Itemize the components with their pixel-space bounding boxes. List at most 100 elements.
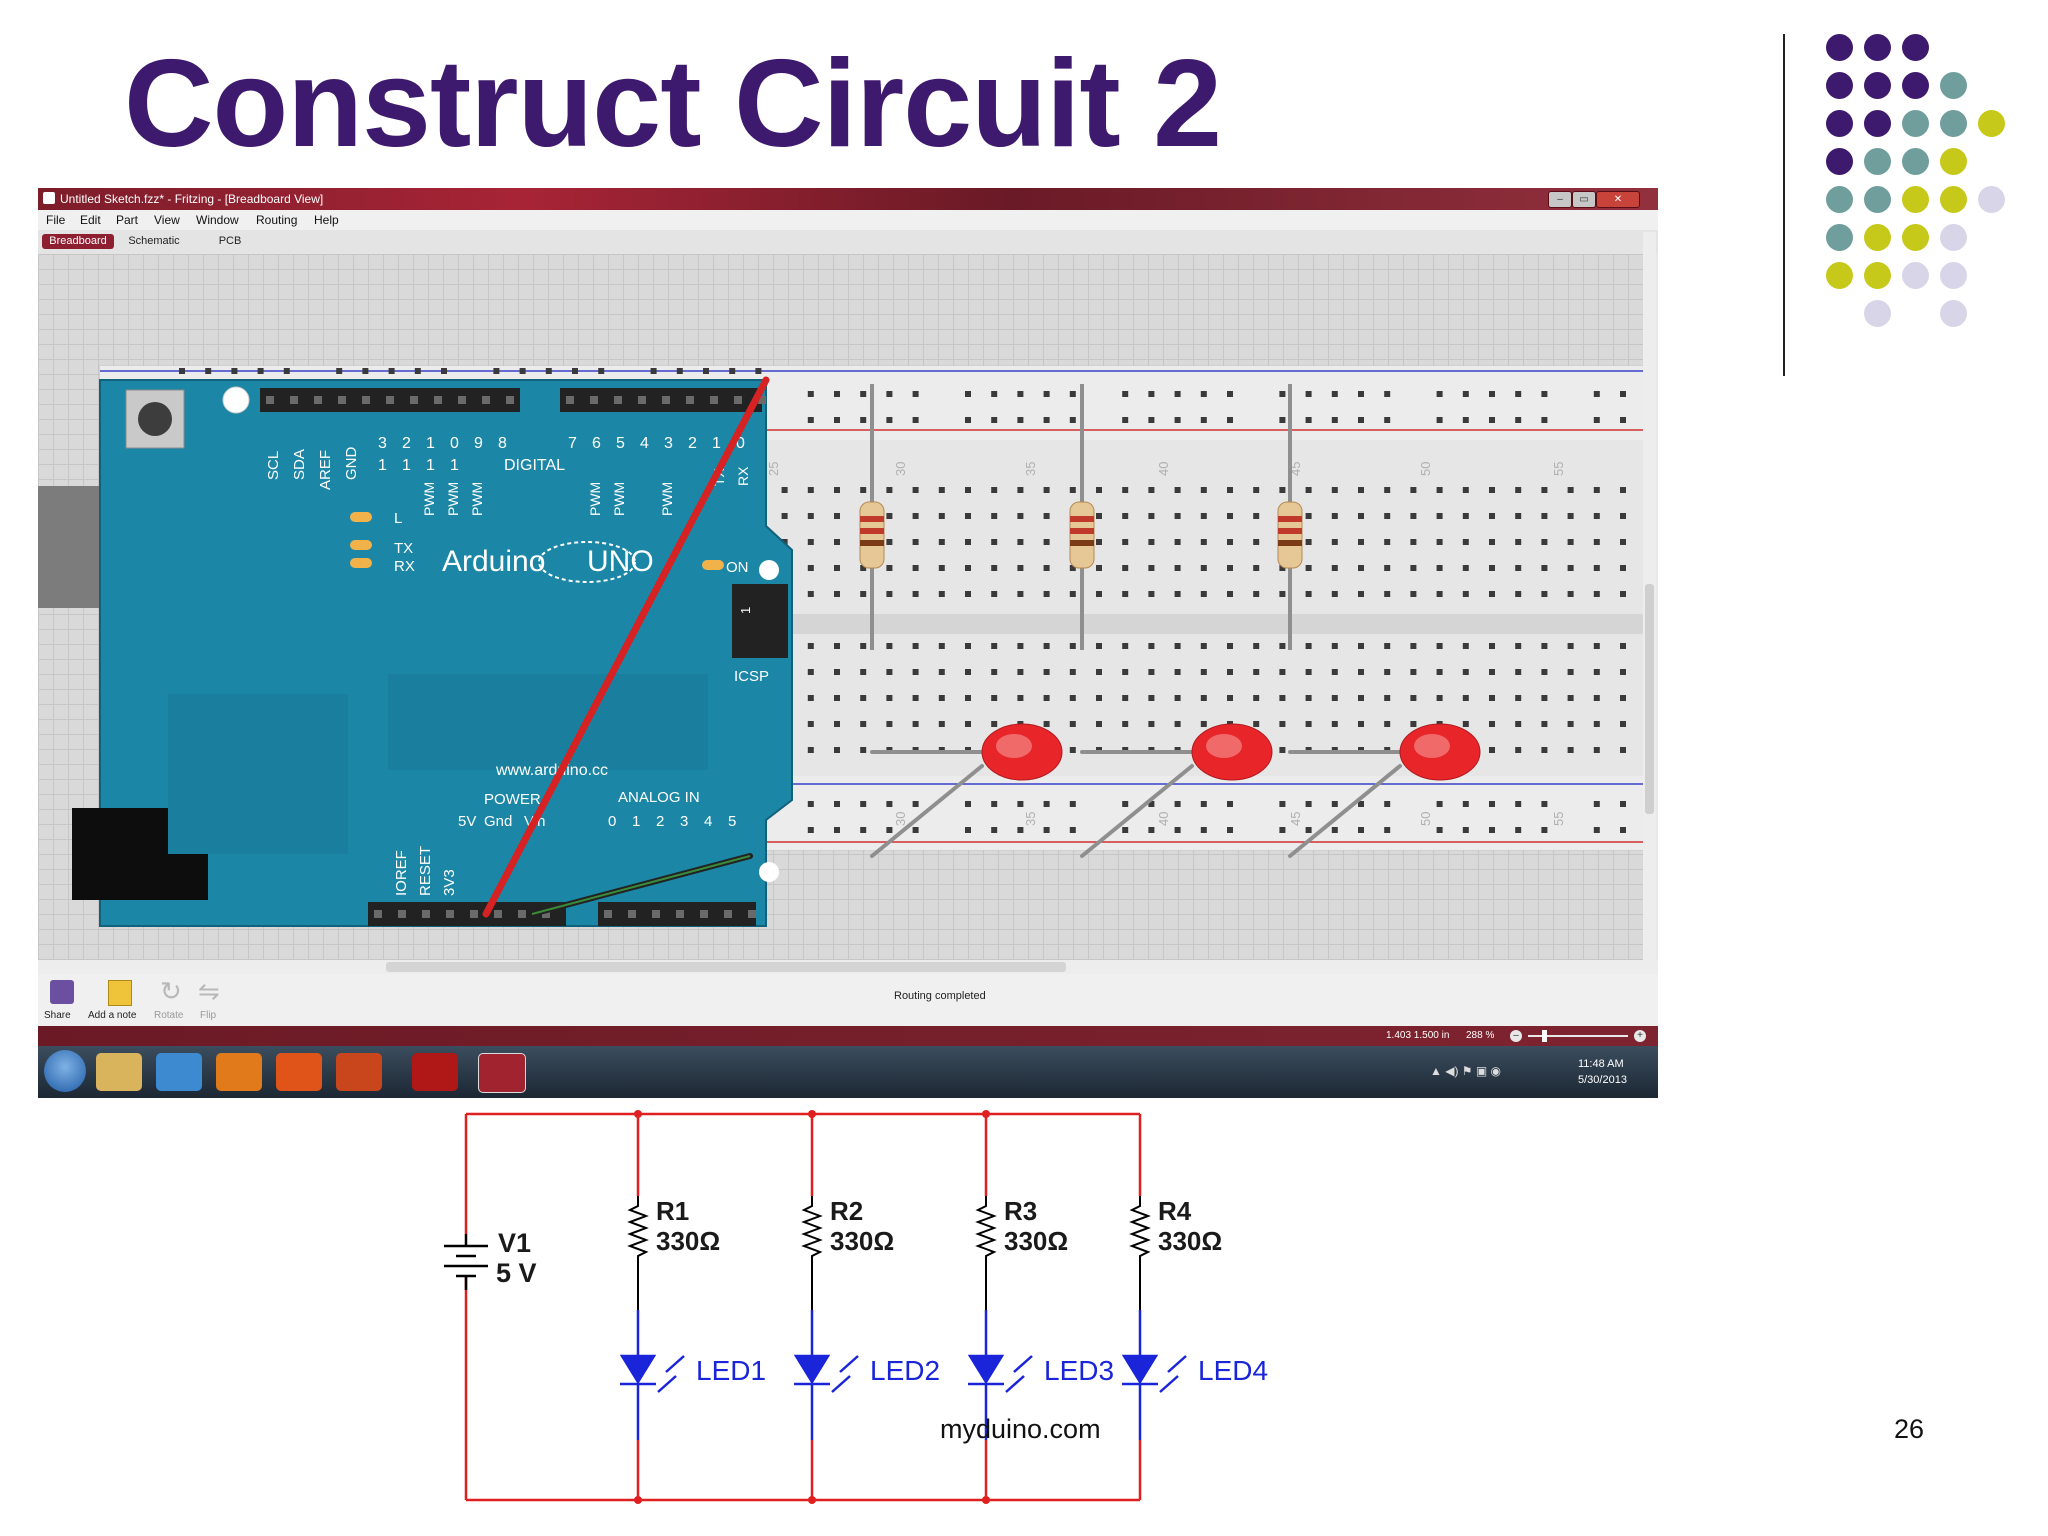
menu-window[interactable]: Window: [196, 213, 239, 227]
wire-5v[interactable]: [482, 376, 770, 918]
view-tabs: Breadboard Schematic PCB: [38, 230, 1658, 254]
pin-number-9: 9: [474, 435, 483, 452]
page-number: 26: [1894, 1414, 1925, 1444]
decorative-dot: [1864, 72, 1891, 99]
led-3[interactable]: [1399, 723, 1481, 781]
tab-schematic[interactable]: Schematic: [128, 235, 180, 247]
window-titlebar: Untitled Sketch.fzz* - Fritzing - [Bread…: [38, 188, 1658, 210]
pin-label-scl: SCL: [265, 451, 282, 480]
start-button[interactable]: [44, 1050, 86, 1092]
resistor-value-r2: 330Ω: [830, 1226, 894, 1256]
col-label-bottom-50: 50: [1418, 812, 1433, 826]
icsp-label: ICSP: [734, 668, 769, 685]
decorative-dot: [1940, 186, 1967, 213]
pwm-label-9: PWM: [469, 482, 485, 516]
zoom-out-button[interactable]: –: [1510, 1030, 1522, 1042]
taskbar-acrobat-icon[interactable]: [412, 1053, 458, 1091]
taskbar-powerpoint-icon[interactable]: [336, 1053, 382, 1091]
pin-number-8: 8: [498, 435, 507, 452]
app-icon: [43, 192, 55, 204]
share-button[interactable]: Share: [42, 974, 86, 1026]
pin-tens-10: 1: [450, 457, 459, 474]
breadboard-canvas[interactable]: 25 30 35 40 45 50 55 30 35 40 45 50 55: [38, 254, 1650, 960]
battery-name: V1: [498, 1228, 531, 1258]
minimize-button[interactable]: –: [1548, 191, 1572, 208]
status-bar: 1.403 1.500 in 288 % – +: [38, 1026, 1658, 1046]
pin-side-rx: RX: [735, 466, 751, 486]
led-l-indicator: [350, 512, 372, 522]
maximize-button[interactable]: ▭: [1572, 191, 1596, 208]
analog-pin-4: 4: [704, 813, 712, 830]
pin-number-3: 3: [664, 435, 673, 452]
resistor-r1[interactable]: [859, 501, 885, 569]
zoom-slider-thumb[interactable]: [1542, 1030, 1547, 1042]
decorative-dot: [1826, 148, 1853, 175]
resistor-symbol-r1: [627, 1196, 649, 1310]
resistor-symbol-r4: [1129, 1196, 1151, 1310]
close-button[interactable]: ✕: [1596, 191, 1640, 208]
menu-file[interactable]: File: [46, 213, 66, 227]
taskbar-explorer-icon[interactable]: [96, 1053, 142, 1091]
resistor-symbol-r2: [801, 1196, 823, 1310]
circuit-schematic: V1 5 V R1 330Ω R2 330Ω R3 330Ω R4 330Ω: [430, 1110, 1290, 1510]
led-symbol-3: [967, 1310, 1033, 1440]
vertical-scrollbar[interactable]: [1643, 232, 1656, 962]
menu-part[interactable]: Part: [116, 213, 139, 227]
rotate-button[interactable]: ↻ Rotate: [150, 974, 190, 1026]
pin-number-0: 0: [736, 435, 745, 452]
taskbar-media-player-icon[interactable]: [216, 1053, 262, 1091]
decorative-dot: [1902, 186, 1929, 213]
menu-edit[interactable]: Edit: [80, 213, 101, 227]
menu-routing[interactable]: Routing: [256, 213, 298, 227]
tab-pcb[interactable]: PCB: [218, 235, 242, 247]
flip-button[interactable]: ⇋ Flip: [192, 974, 228, 1026]
fritzing-screenshot: Untitled Sketch.fzz* - Fritzing - [Bread…: [38, 188, 1658, 1098]
analog-pin-2: 2: [656, 813, 664, 830]
led-label-3: LED3: [1044, 1355, 1114, 1386]
rotate-icon: ↻: [160, 976, 182, 1006]
pin-number-12: 2: [402, 435, 411, 452]
resistor-r2[interactable]: [1069, 501, 1095, 569]
taskbar-ie-icon[interactable]: [156, 1053, 202, 1091]
decorative-dot: [1978, 186, 2005, 213]
add-note-button[interactable]: Add a note: [88, 974, 148, 1026]
col-label-top-30: 30: [893, 462, 908, 476]
taskbar-fritzing-icon[interactable]: [478, 1053, 526, 1093]
led-label-4: LED4: [1198, 1355, 1268, 1386]
led-label-1: LED1: [696, 1355, 766, 1386]
analog-pin-5: 5: [728, 813, 736, 830]
led-2[interactable]: [1191, 723, 1273, 781]
resistor-label-r4: R4: [1158, 1196, 1192, 1226]
resistor-r3[interactable]: [1277, 501, 1303, 569]
add-note-label: Add a note: [88, 1010, 137, 1021]
tab-breadboard[interactable]: Breadboard: [42, 234, 114, 249]
pin-label-3v3: 3V3: [441, 869, 458, 896]
resistor-value-r3: 330Ω: [1004, 1226, 1068, 1256]
pin-label-ioref: IOREF: [393, 850, 410, 896]
zoom-in-button[interactable]: +: [1634, 1030, 1646, 1042]
led-label-rx: RX: [394, 558, 415, 575]
horizontal-scrollbar[interactable]: [38, 960, 1658, 974]
col-label-bottom-45: 45: [1288, 812, 1303, 826]
arduino-model: UNO: [587, 545, 654, 578]
decorative-dot: [1940, 110, 1967, 137]
resistor-label-r1: R1: [656, 1196, 689, 1226]
decorative-dot: [1902, 224, 1929, 251]
taskbar-firefox-icon[interactable]: [276, 1053, 322, 1091]
pin-number-6: 6: [592, 435, 601, 452]
pin-label-gnd-power: Gnd: [484, 813, 512, 830]
pin-label-5v: 5V: [458, 813, 476, 830]
flip-icon: ⇋: [198, 976, 220, 1006]
led-1[interactable]: [981, 723, 1063, 781]
zoom-slider[interactable]: [1528, 1030, 1628, 1042]
led-rx-indicator: [350, 558, 372, 568]
window-title: Untitled Sketch.fzz* - Fritzing - [Bread…: [60, 192, 324, 206]
menu-help[interactable]: Help: [314, 213, 339, 227]
decorative-dot: [1826, 72, 1853, 99]
pin-label-sda: SDA: [291, 449, 308, 480]
col-label-top-25: 25: [766, 462, 781, 476]
menu-view[interactable]: View: [154, 213, 180, 227]
decorative-dot: [1902, 262, 1929, 289]
cursor-coordinates: 1.403 1.500 in: [1386, 1030, 1450, 1041]
pwm-label-6: PWM: [587, 482, 603, 516]
